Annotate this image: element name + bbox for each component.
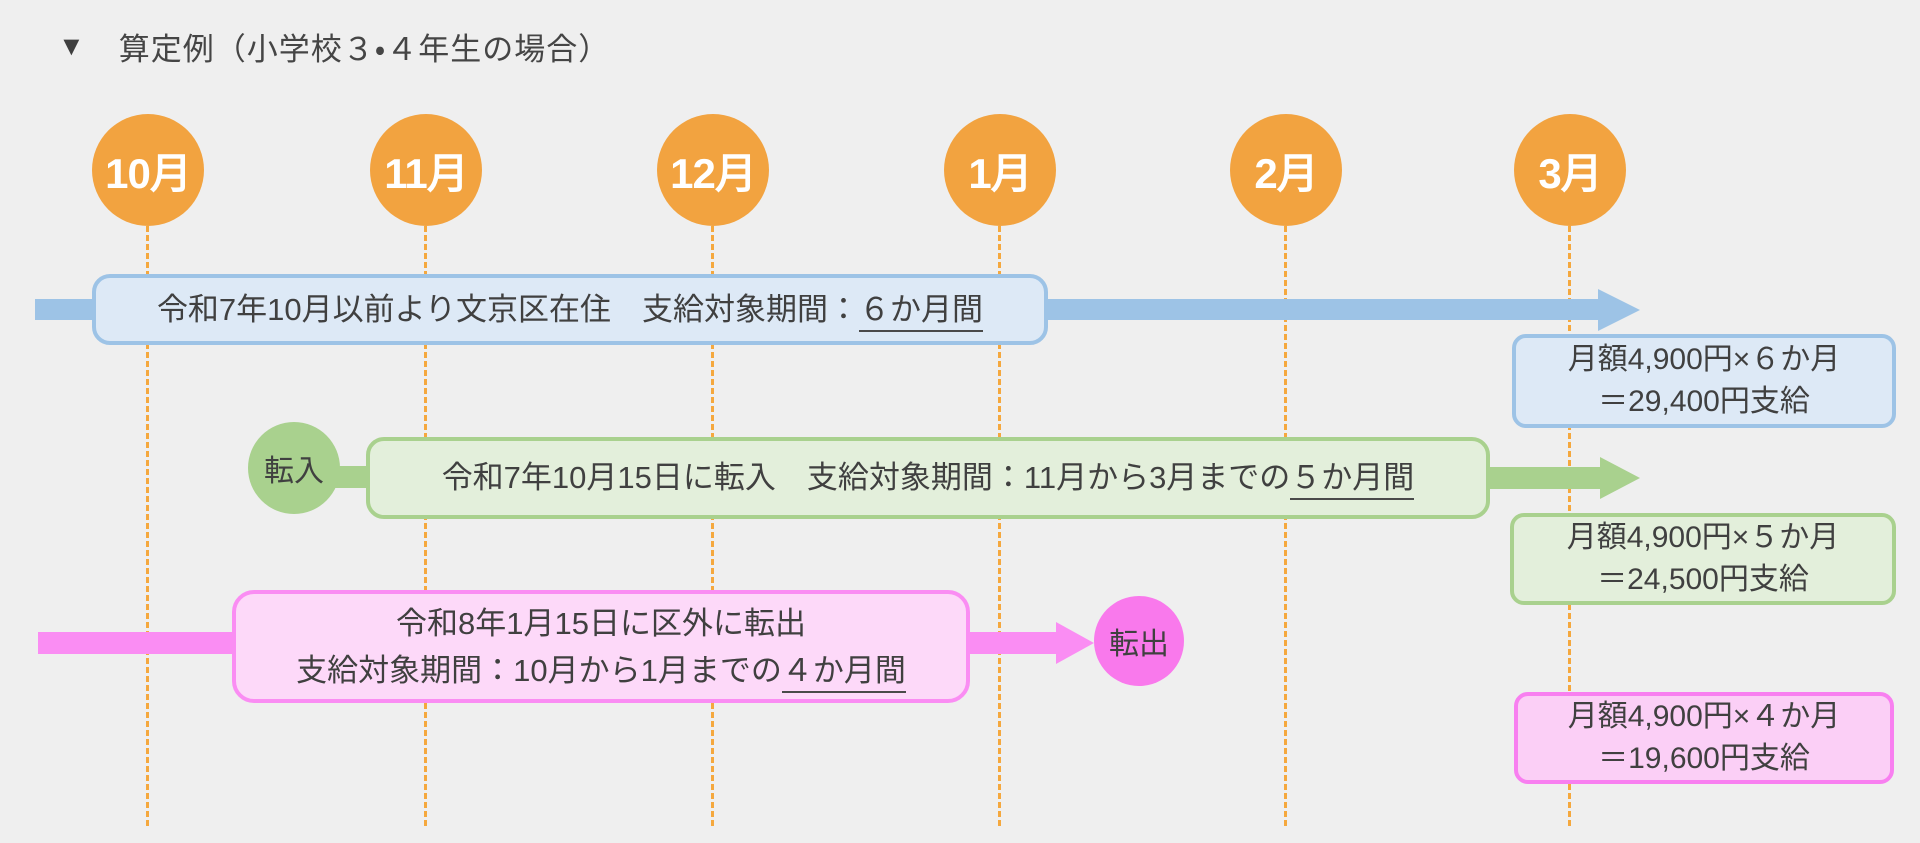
month-label: 11月 [384, 149, 468, 197]
amount-total: ＝19,600円支給 [1598, 742, 1810, 775]
month-gridline-dec [711, 226, 714, 826]
month-badge-oct: 10月 [92, 114, 204, 226]
month-label: 2月 [1254, 149, 1318, 197]
month-gridline-oct [146, 226, 149, 826]
period-box-move-out: 令和8年1月15日に区外に転出 支給対象期間：10月から1月までの４か月間 [232, 590, 970, 703]
period-text-line2: 支給対象期間：10月から1月までの４か月間 [296, 647, 906, 694]
page-title: 算定例（小学校３・４年生の場合） [118, 32, 611, 67]
period-text: 令和7年10月15日に転入 支給対象期間：11月から3月までの５か月間 [442, 455, 1415, 501]
amount-total: ＝29,400円支給 [1598, 385, 1810, 418]
move-out-badge: 転出 [1094, 596, 1184, 686]
arrowhead-right-icon [1598, 289, 1640, 331]
underlined-duration: ６か月間 [859, 291, 984, 332]
underlined-duration: ５か月間 [1290, 460, 1415, 500]
timeline-bar-move-out-right [968, 632, 1056, 654]
amount-callout-move-out: 月額4,900円×４か月 ＝19,600円支給 [1514, 692, 1894, 784]
timeline-bar-move-in [1488, 467, 1600, 489]
period-box-move-in: 令和7年10月15日に転入 支給対象期間：11月から3月までの５か月間 [366, 437, 1490, 519]
page-title-row: ▼ 算定例（小学校３・４年生の場合） [58, 24, 610, 69]
period-text-line1: 令和8年1月15日に区外に転出 [396, 605, 806, 641]
month-badge-mar: 3月 [1514, 114, 1626, 226]
month-badge-feb: 2月 [1230, 114, 1342, 226]
month-badge-jan: 1月 [944, 114, 1056, 226]
month-badge-dec: 12月 [657, 114, 769, 226]
month-gridline-jan [998, 226, 1001, 826]
month-label: 10月 [105, 149, 192, 197]
move-in-label: 転入 [264, 455, 324, 488]
month-label: 12月 [670, 149, 757, 197]
period-box-resident: 令和7年10月以前より文京区在住 支給対象期間：６か月間 [92, 274, 1048, 345]
period-text: 令和7年10月以前より文京区在住 支給対象期間：６か月間 [157, 287, 984, 333]
month-badge-nov: 11月 [370, 114, 482, 226]
amount-formula: 月額4,900円×５か月 [1566, 521, 1840, 554]
month-gridline-feb [1284, 226, 1287, 826]
amount-callout-move-in: 月額4,900円×５か月 ＝24,500円支給 [1510, 513, 1896, 605]
connector-move-in [333, 466, 373, 488]
underlined-duration: ４か月間 [781, 652, 906, 693]
timeline-bar-move-out-left [38, 632, 234, 654]
move-in-badge: 転入 [248, 422, 340, 514]
month-label: 1月 [968, 149, 1032, 197]
title-triangle-icon: ▼ [58, 31, 85, 61]
amount-callout-resident: 月額4,900円×６か月 ＝29,400円支給 [1512, 334, 1896, 428]
move-out-label: 転出 [1109, 628, 1169, 661]
amount-total: ＝24,500円支給 [1597, 563, 1809, 596]
amount-formula: 月額4,900円×６か月 [1567, 343, 1841, 376]
month-gridline-nov [424, 226, 427, 826]
amount-formula: 月額4,900円×４か月 [1567, 700, 1841, 733]
arrowhead-right-icon [1600, 457, 1640, 499]
month-label: 3月 [1538, 149, 1602, 197]
arrowhead-right-icon [1056, 622, 1094, 664]
